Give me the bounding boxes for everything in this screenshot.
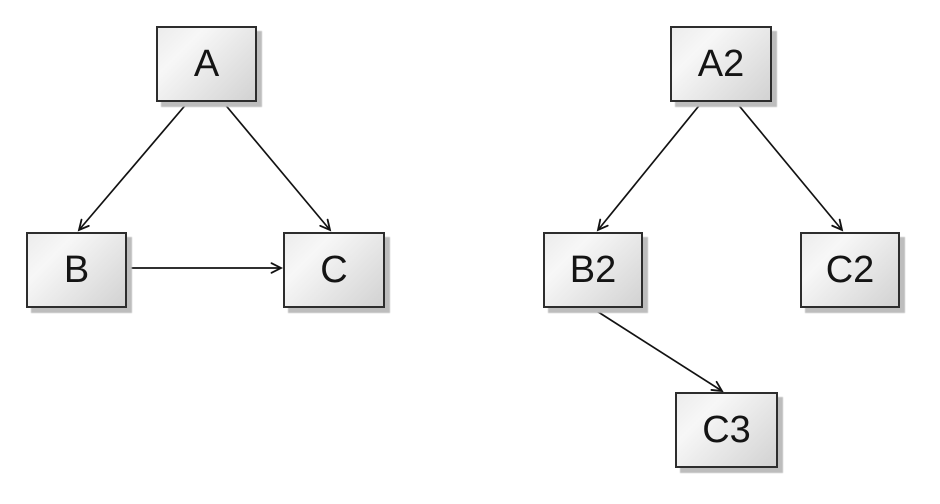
node-label: A2 [697,43,745,85]
edge-arrow-A-C [222,101,332,232]
node-A2[interactable]: A2 [670,26,772,102]
edge-arrow-A-B [77,101,189,232]
node-label: C3 [702,409,751,451]
node-label: A [193,43,220,85]
edge-arrow-A2-B2 [596,101,703,232]
node-label: B [63,249,90,291]
node-label: B2 [569,249,617,291]
node-A[interactable]: A [156,26,257,102]
edge-arrow-B2-C3 [591,307,724,393]
edge-group [77,101,844,393]
node-B[interactable]: B [26,232,127,308]
edge-arrow-A2-C2 [735,101,844,232]
node-C3[interactable]: C3 [675,392,778,468]
node-C[interactable]: C [283,232,385,308]
node-label: C2 [825,249,875,291]
node-B2[interactable]: B2 [543,232,643,308]
node-label: C [320,249,348,291]
node-C2[interactable]: C2 [800,232,900,308]
